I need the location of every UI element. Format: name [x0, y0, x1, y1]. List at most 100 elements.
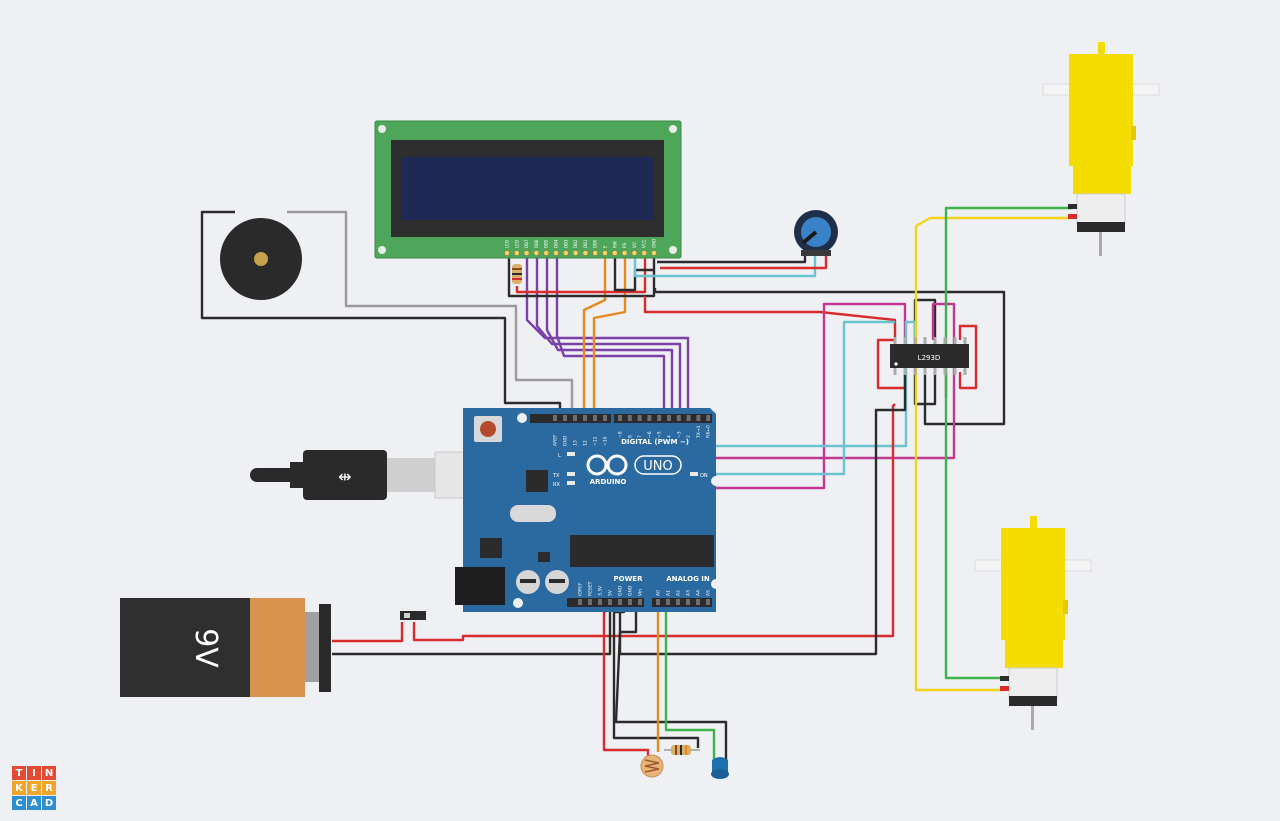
lcd-pin[interactable]	[631, 250, 638, 256]
dc-motor-top[interactable]	[1042, 42, 1160, 256]
pin-label: A2	[676, 590, 682, 596]
potentiometer[interactable]	[794, 210, 838, 256]
lcd-pin[interactable]	[513, 250, 520, 256]
header-pin[interactable]	[667, 415, 671, 421]
header-pin[interactable]	[696, 415, 701, 421]
lcd-pin[interactable]	[582, 250, 589, 256]
driver-pin[interactable]	[903, 367, 907, 375]
driver-pin[interactable]	[893, 337, 897, 345]
logo-letter: N	[42, 766, 56, 780]
header-pin[interactable]	[563, 415, 567, 421]
logo-letter: E	[27, 781, 41, 795]
lcd-pin-label: DB3	[563, 239, 568, 248]
lcd-pin-label: DB0	[593, 239, 598, 248]
header-pin[interactable]	[666, 599, 670, 605]
header-pin[interactable]	[637, 415, 642, 421]
wire-lcd-gnd	[507, 252, 656, 298]
lcd-pin[interactable]	[562, 250, 569, 256]
lcd-pin-label: DB6	[534, 239, 539, 248]
pin-label: 12	[583, 440, 589, 446]
header-pin[interactable]	[686, 599, 690, 605]
lcd-pin[interactable]	[504, 250, 510, 256]
wire-lcd-db5	[545, 252, 674, 414]
lcd-pin[interactable]	[592, 250, 599, 256]
wire-lcd-db7	[525, 252, 690, 414]
header-pin[interactable]	[656, 599, 660, 605]
driver-pin[interactable]	[963, 337, 967, 345]
lcd-pin[interactable]	[641, 250, 648, 256]
pin-label: RX←0	[706, 425, 712, 438]
header-pin[interactable]	[628, 599, 632, 605]
lcd-pin[interactable]	[553, 250, 559, 256]
header-pin[interactable]	[578, 599, 582, 605]
header-pin[interactable]	[627, 415, 632, 421]
lcd-pin[interactable]	[523, 250, 530, 256]
header-pin[interactable]	[588, 599, 592, 605]
header-pin[interactable]	[593, 415, 597, 421]
lcd-pin-label: GND	[652, 239, 657, 248]
tinkercad-logo: T I N K E R C A D	[12, 766, 56, 810]
header-pin[interactable]	[647, 415, 652, 421]
header-pin[interactable]	[657, 415, 662, 421]
driver-pin[interactable]	[953, 367, 957, 375]
driver-pin[interactable]	[933, 367, 937, 375]
header-pin[interactable]	[583, 415, 587, 421]
header-pin[interactable]	[618, 415, 622, 421]
lcd-pin-label: LED	[505, 240, 510, 248]
pin-label: 8	[627, 435, 633, 438]
header-pin[interactable]	[573, 415, 577, 421]
header-pin[interactable]	[553, 415, 557, 421]
driver-pin[interactable]	[933, 337, 937, 345]
battery-9v[interactable]: 9V	[120, 598, 331, 697]
header-pin[interactable]	[676, 415, 681, 421]
driver-pin[interactable]	[913, 367, 917, 375]
lcd-pin[interactable]	[533, 250, 540, 256]
piezo-buzzer[interactable]	[220, 218, 302, 300]
header-pin[interactable]	[706, 415, 711, 421]
driver-pin[interactable]	[923, 337, 927, 345]
lcd-pin[interactable]	[572, 250, 579, 256]
header-pin[interactable]	[696, 599, 700, 605]
lcd-pin[interactable]	[621, 250, 628, 256]
digital-header-label: DIGITAL (PWM ~)	[621, 438, 689, 446]
lcd-pin[interactable]	[602, 250, 608, 256]
led-blue[interactable]	[711, 757, 729, 779]
driver-pin[interactable]	[893, 367, 897, 375]
driver-pin[interactable]	[903, 337, 907, 345]
header-pin[interactable]	[618, 599, 622, 605]
header-pin[interactable]	[676, 599, 680, 605]
driver-pin[interactable]	[923, 367, 927, 375]
driver-label: L293D	[918, 354, 941, 362]
header-pin[interactable]	[706, 599, 710, 605]
pin-label: GND	[628, 585, 634, 596]
resistor-ldr[interactable]	[664, 745, 700, 755]
arduino-uno[interactable]: UNO ARDUINO DIGITAL (PWM ~) POWER ANALOG…	[455, 408, 721, 612]
resistor-backlight[interactable]	[512, 264, 522, 284]
driver-pin[interactable]	[943, 367, 947, 375]
header-pin[interactable]	[686, 415, 691, 421]
header-pin[interactable]	[608, 599, 612, 605]
header-pin[interactable]	[598, 599, 602, 605]
photoresistor[interactable]	[640, 754, 664, 778]
lcd-pin[interactable]	[543, 250, 550, 256]
driver-pin[interactable]	[963, 367, 967, 375]
driver-pin[interactable]	[913, 337, 917, 345]
lcd-pin[interactable]	[651, 250, 657, 256]
header-pin[interactable]	[638, 599, 642, 605]
wire-switch-out	[412, 403, 896, 642]
driver-pin[interactable]	[943, 337, 947, 345]
driver-pin[interactable]	[953, 337, 957, 345]
lcd-pin[interactable]	[611, 250, 618, 256]
wire-led-gnd	[614, 607, 728, 760]
rx-led-label: RX	[553, 482, 560, 488]
header-pin[interactable]	[603, 415, 607, 421]
slide-switch[interactable]	[400, 611, 426, 620]
dc-motor-bottom[interactable]	[974, 516, 1092, 730]
l293d-driver[interactable]: L293D	[890, 337, 969, 375]
lcd-pin-label: DB1	[583, 239, 588, 248]
pin-label: 5V	[608, 589, 614, 596]
